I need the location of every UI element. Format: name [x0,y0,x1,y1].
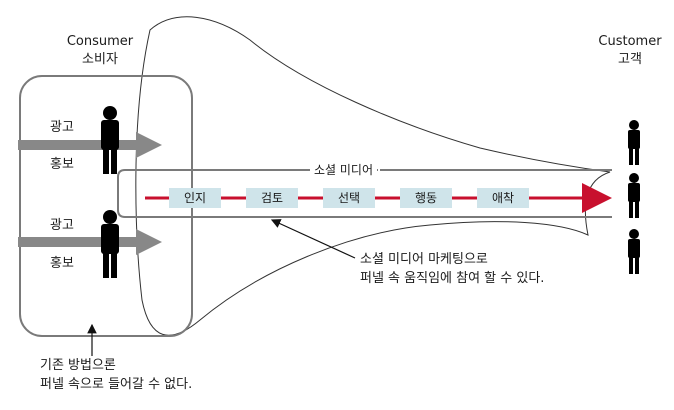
funnel-outline [135,16,611,336]
annotation-arrow-social [270,219,356,259]
social-marketing-note-line1: 소셜 미디어 마케팅으로 [360,252,488,267]
funnel-stage-awareness: 인지 [169,188,221,208]
gray-arrow-bottom [18,229,162,255]
person-icon [628,173,640,218]
customer-title-ko: 고객 [618,52,642,67]
funnel-stage-loyalty: 애착 [477,188,529,208]
traditional-note-line2: 퍼넬 속으로 들어갈 수 없다. [40,377,193,392]
pr-label: 홍보 [50,157,74,172]
consumer-title-en: Consumer [66,34,134,49]
consumer-title-ko: 소비자 [82,52,118,67]
ad-label: 광고 [50,218,74,233]
person-icon [101,106,119,174]
funnel-stage-action: 행동 [400,188,452,208]
pr-label: 홍보 [50,256,74,271]
person-icon [101,210,119,278]
ad-label: 광고 [50,120,74,135]
social-media-label: 소셜 미디어 [310,162,378,178]
traditional-note-line1: 기존 방법으론 [40,358,116,373]
funnel-stage-consideration: 검토 [246,188,298,208]
person-icon [628,120,640,165]
funnel-stage-selection: 선택 [323,188,375,208]
social-marketing-note-line2: 퍼넬 속 움직임에 참여 할 수 있다. [360,271,545,286]
gray-arrow-top [18,132,162,158]
customer-title-en: Customer [598,34,662,49]
social-media-channel [117,169,612,218]
person-icon [628,229,640,274]
